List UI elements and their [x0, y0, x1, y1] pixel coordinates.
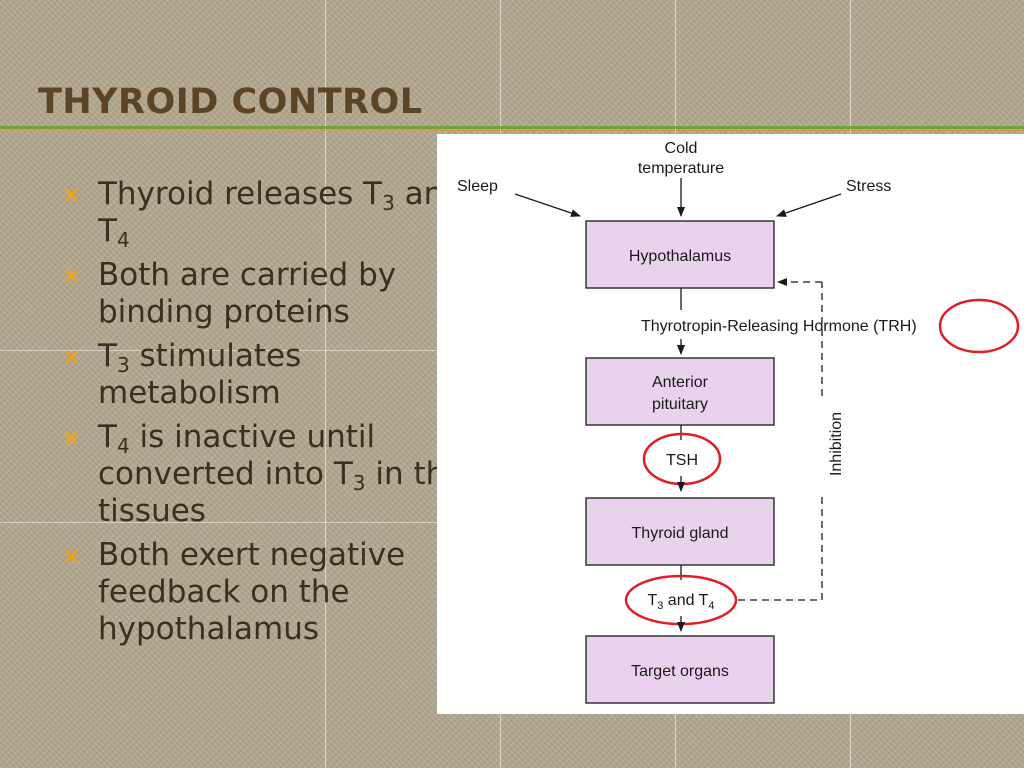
target-organs-label: Target organs: [631, 663, 729, 680]
title-underline: [0, 126, 1024, 129]
title-underline-accent: [0, 130, 1024, 131]
bullet-text: Both are carried by binding proteins: [98, 257, 397, 330]
sleep-arrow: [514, 193, 581, 217]
bullet-subscript: 3: [116, 353, 130, 377]
anterior-pituitary-label: pituitary: [652, 396, 708, 413]
anterior-pituitary-label: Anterior: [652, 374, 709, 391]
bullet-text: Thyroid releases T: [98, 176, 383, 212]
bullet-item: × Both exert negative feedback on the hyp…: [62, 537, 482, 648]
bullet-marker-icon: ×: [62, 264, 81, 289]
bullet-subscript: 4: [116, 228, 130, 252]
cold-temperature-label: Cold: [665, 140, 698, 157]
bullet-item: × Both are carried by binding proteins: [62, 257, 482, 331]
inhibition-label-background: [820, 396, 846, 492]
tsh-label: TSH: [666, 452, 698, 469]
bullet-subscript: 4: [116, 434, 130, 458]
stress-arrow: [776, 193, 842, 217]
cold-temperature-label: temperature: [638, 160, 724, 177]
bullet-text: T: [98, 419, 117, 455]
trh-label: Thyrotropin-Releasing Hormone (TRH): [641, 318, 917, 335]
bullet-subscript: 3: [382, 191, 395, 215]
t3-t4-label: T3 and T4: [647, 592, 714, 612]
trh-highlight-circle: [938, 298, 1020, 354]
sleep-label: Sleep: [457, 178, 498, 195]
thyroid-gland-box: [585, 497, 775, 566]
bullet-list: ×Thyroid releases T3 and T4×Both are car…: [62, 176, 482, 655]
stress-label: Stress: [846, 178, 891, 195]
thyroid-gland-label: Thyroid gland: [632, 525, 729, 542]
bullet-text: is inactive until converted into T: [98, 419, 376, 492]
bullet-text: T: [98, 338, 117, 374]
slide-title: Thyroid Control: [38, 82, 423, 122]
inhibition-label: Inhibition: [828, 412, 845, 476]
inhibition-feedback-line: [738, 282, 823, 601]
anterior-pituitary-box: [585, 357, 775, 426]
bullet-marker-icon: ×: [62, 544, 81, 569]
thyroid-control-diagram: Cold temperature Sleep Stress Hypothalam…: [437, 134, 1024, 714]
bullet-item: ×Thyroid releases T3 and T4: [62, 176, 482, 250]
bullet-item: × T3 stimulates metabolism: [62, 338, 482, 412]
hypothalamus-box: [585, 220, 775, 289]
bullet-item: ×T4 is inactive until converted into T3 …: [62, 419, 482, 530]
bullet-text: stimulates metabolism: [98, 338, 302, 411]
bullet-text: Both exert negative feedback on the hypo…: [98, 537, 406, 647]
bullet-subscript: 3: [352, 471, 366, 495]
target-organs-box: [585, 635, 775, 704]
bullet-marker-icon: ×: [62, 183, 81, 208]
background-grid-line: [325, 0, 326, 768]
bullet-marker-icon: ×: [62, 345, 81, 370]
hypothalamus-label: Hypothalamus: [629, 248, 731, 265]
bullet-marker-icon: ×: [62, 426, 81, 451]
